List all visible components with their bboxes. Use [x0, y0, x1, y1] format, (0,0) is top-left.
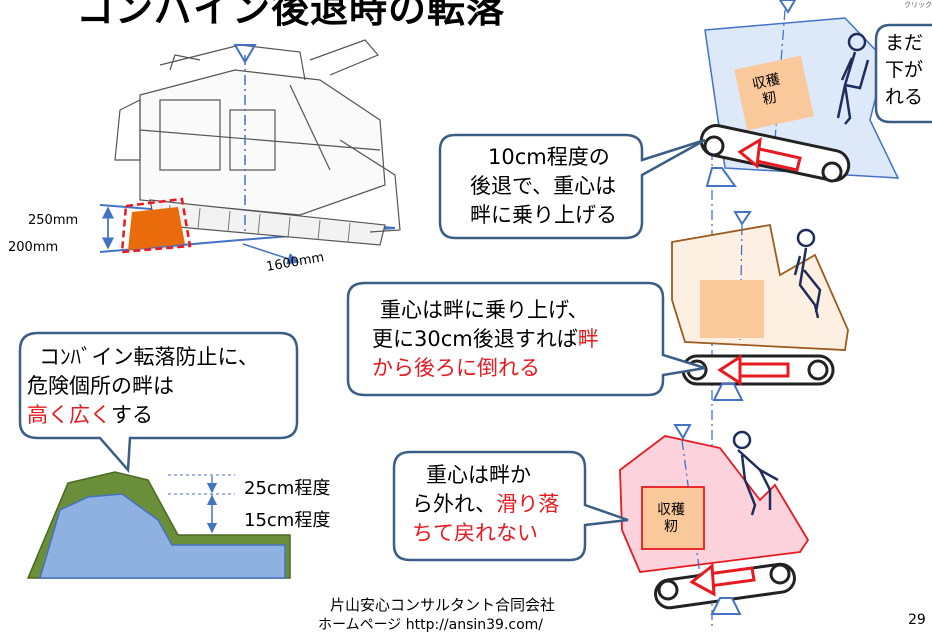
stage1-combine: [699, 0, 900, 187]
height-15cm: 15cm程度: [244, 510, 331, 531]
grain-label-stage3: 収穫籾: [657, 502, 685, 535]
height-25cm: 25cm程度: [244, 478, 331, 499]
ridge-block: [128, 207, 185, 250]
corner-note: クリック: [904, 1, 932, 9]
combine-illustration: [99, 39, 401, 253]
callout-slide-off: 重心は畔か ら外れ、滑り落 ちて戻れない: [412, 463, 560, 545]
stage3-combine: [619, 424, 810, 615]
callout-prevention: コﾝﾊﾞイン転落防止に、 危険個所の畔は 高く広くする: [27, 345, 259, 427]
page-number: 29: [908, 612, 926, 628]
callout-still: まだ 下が れる: [885, 32, 924, 108]
stage2-combine: [671, 211, 849, 401]
ridge-cross-section: [26, 471, 291, 579]
footer-homepage[interactable]: ホームページ http://ansin39.com/: [318, 617, 544, 633]
callout-retreat-30cm: 重心は畔に乗り上げ、 更に30cm後退すれば畔 から後ろに倒れる: [372, 298, 599, 380]
dim-250: 250mm: [28, 213, 79, 228]
callout-shapes: [18, 23, 932, 562]
dim-200: 200mm: [8, 240, 59, 255]
page-title: コンバイン後退時の転落: [76, 0, 506, 31]
callout-retreat-10cm: 10cm程度の 後退で、重心は 畔に乗り上げる: [470, 145, 617, 227]
footer-company: 片山安心コンサルタント合同会社: [330, 596, 556, 614]
